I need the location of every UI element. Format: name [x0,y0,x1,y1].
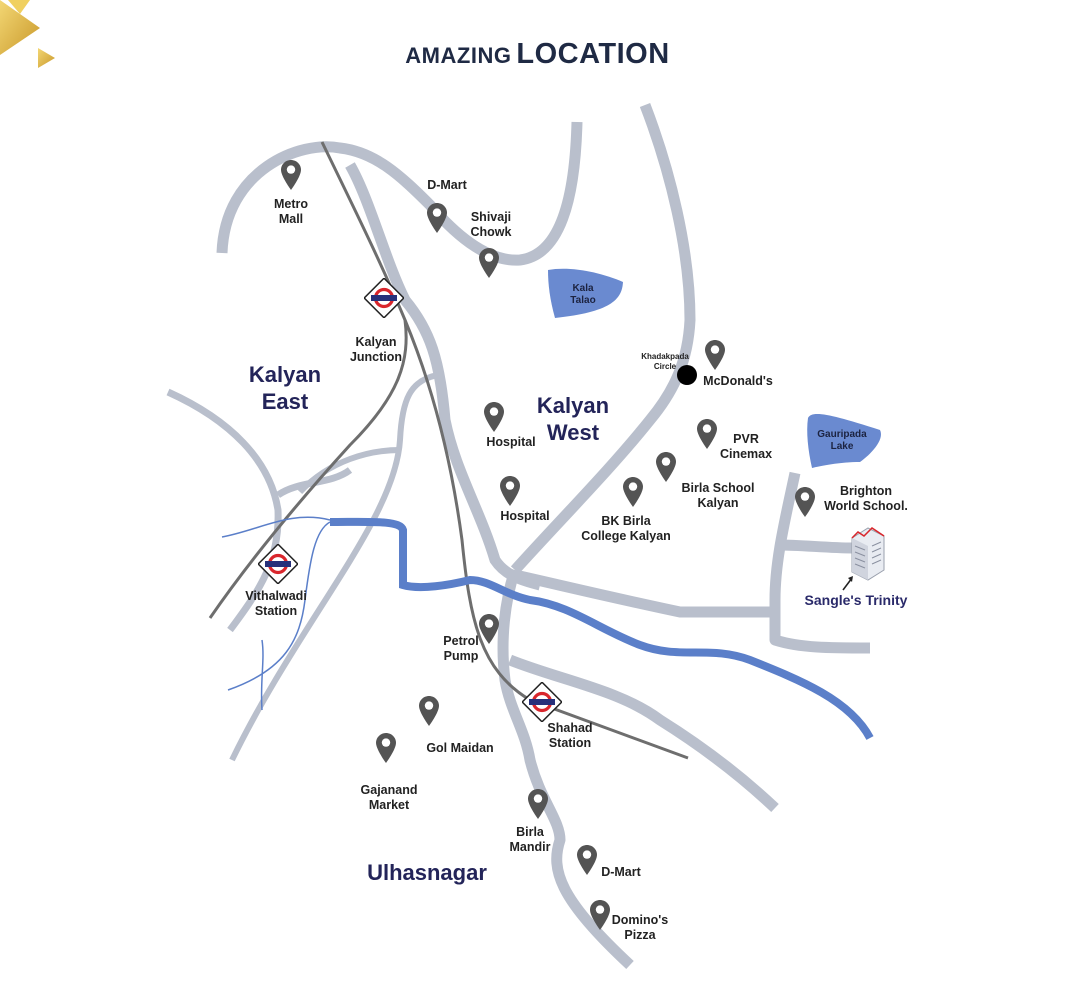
hospital-2-label: Hospital [500,509,550,523]
page-title: AMAZING LOCATION [0,38,1075,71]
gajanand-market-pin-icon [376,733,396,763]
birla-mandir-pin-icon [528,789,548,819]
birla-school-pin-icon [656,452,676,482]
hospital-1-label: Hospital [486,435,536,449]
gol-maidan-pin-icon [419,696,439,726]
river [221,516,874,740]
d-mart-south-pin-icon [577,845,597,875]
d-mart-north-label: D-Mart [427,178,467,192]
d-mart-north-pin-icon [427,203,447,233]
shahad-station-icon [522,682,562,722]
kala-talao-lake [548,268,623,318]
brighton-school-pin-icon [795,487,815,517]
sangles-trinity-label: Sangle's Trinity [804,592,908,608]
title-part-1: AMAZING [405,43,512,68]
metro-mall-pin-icon [281,160,301,190]
gol-maidan-label: Gol Maidan [426,741,494,755]
hospital-2-pin-icon [500,476,520,506]
brand-logo-icon [0,0,55,68]
title-part-2: LOCATION [516,38,670,70]
railway-lines [208,141,689,760]
d-mart-south-label: D-Mart [601,865,641,879]
khadakpada-circle-marker [677,365,697,385]
bk-birla-college-pin-icon [623,477,643,507]
hospital-1-pin-icon [484,402,504,432]
gauripada-lake [807,414,881,468]
mcdonalds-label: McDonald's [703,374,773,388]
shivaji-chowk-pin-icon [479,248,499,278]
sangles-trinity-building-icon [842,527,885,591]
area-ulhasnagar: Ulhasnagar [367,860,487,885]
mcdonalds-pin-icon [705,340,725,370]
